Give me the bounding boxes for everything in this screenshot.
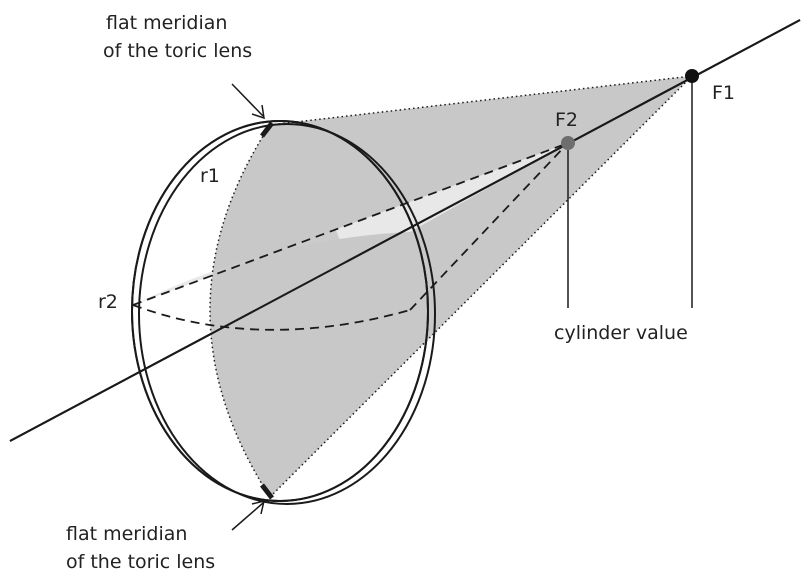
r2-label: r2	[98, 291, 118, 313]
top-callout-arrowhead	[251, 104, 265, 120]
f1-cone-bottom-edge	[269, 75, 693, 498]
f1-cone-top-edge	[269, 75, 693, 126]
lens-rim	[138, 123, 436, 505]
bottom-meridian-label-line2: of the toric lens	[66, 551, 215, 573]
r1-meridian-curve	[209, 124, 271, 498]
top-callout-line	[231, 83, 264, 117]
cylinder-value-label: cylinder value	[554, 322, 688, 344]
f2-point	[561, 136, 575, 150]
bottom-meridian-label-line1: flat meridian	[66, 523, 187, 545]
bottom-callout-line	[231, 502, 264, 531]
r2-meridian-curve	[132, 304, 411, 331]
bottom-meridian-mark	[260, 483, 274, 500]
top-meridian-label-line2: of the toric lens	[103, 40, 252, 62]
f2-ray-top	[132, 142, 569, 306]
lens-front-edge	[131, 120, 429, 502]
optical-axis-front	[9, 19, 801, 442]
bottom-callout-arrowhead	[251, 499, 266, 515]
f2-label: F2	[555, 109, 578, 131]
f1-label: F1	[712, 82, 735, 104]
f1-point	[685, 69, 699, 83]
r1-label: r1	[200, 165, 220, 187]
top-meridian-mark	[260, 121, 274, 138]
top-meridian-label-line1: flat meridian	[106, 12, 227, 34]
meridian-shading	[210, 125, 355, 497]
f2-ray-bottom	[409, 142, 569, 311]
